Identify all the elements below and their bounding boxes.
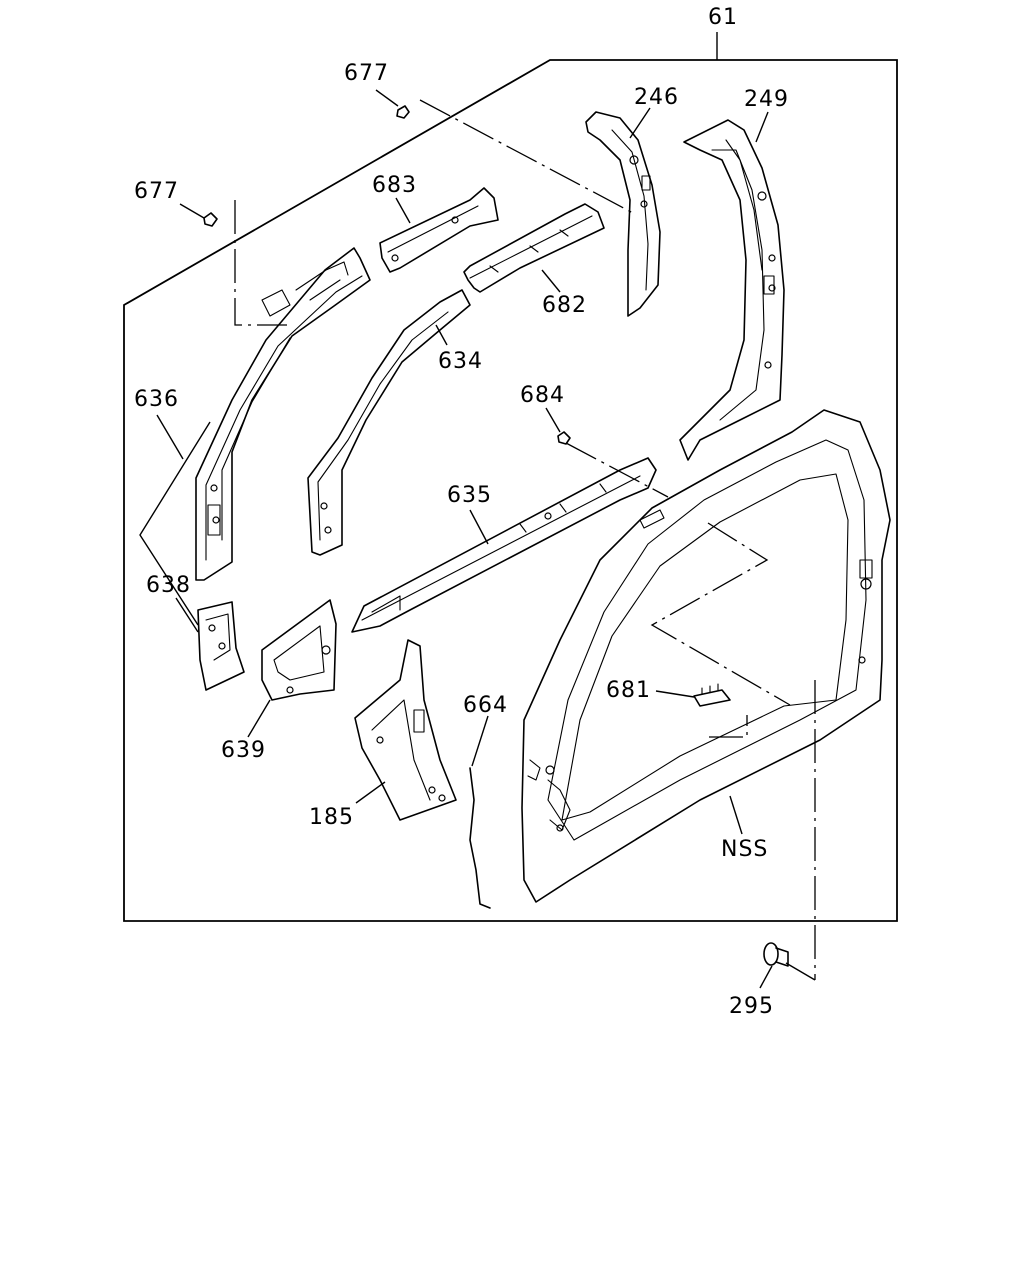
- callout-249: 249: [744, 87, 789, 112]
- callout-61: 61: [708, 5, 738, 30]
- part-639-frame-reinforcement: [247, 599, 337, 738]
- part-295-bolt: [759, 942, 789, 989]
- part-682-upper-rail: [463, 203, 605, 293]
- callout-664: 664: [463, 693, 508, 718]
- callout-634: 634: [438, 349, 483, 374]
- callout-677-upper: 677: [344, 61, 389, 86]
- part-249-center-pillar-outer: [679, 111, 785, 461]
- part-636-front-pillar-inner: [156, 247, 371, 581]
- callout-246: 246: [634, 85, 679, 110]
- group-bracket-636-638: [139, 421, 211, 626]
- part-677-nut-upper: [375, 89, 410, 119]
- callout-nss: NSS: [721, 837, 768, 862]
- part-634-pillar-reinforcement: [307, 289, 471, 556]
- part-664-strip: [469, 715, 491, 909]
- callout-639: 639: [221, 738, 266, 763]
- assembly-frame: [123, 32, 898, 922]
- part-638-bracket: [175, 597, 245, 691]
- part-677-nut-left: [179, 203, 218, 227]
- callout-684: 684: [520, 383, 565, 408]
- callout-677-left: 677: [134, 179, 179, 204]
- callout-185: 185: [309, 805, 354, 830]
- callout-682: 682: [542, 293, 587, 318]
- callout-295: 295: [729, 994, 774, 1019]
- part-185-hinge-pillar-lower: [354, 639, 457, 821]
- part-683-upper-rail-bracket: [379, 187, 499, 273]
- callout-labels: 61 677 677 683 246 249 682 634 636 684 6…: [134, 5, 789, 1019]
- reference-lines: [234, 99, 816, 981]
- callout-635: 635: [447, 483, 492, 508]
- part-nss-body-side-outer: [521, 409, 891, 903]
- part-246-center-pillar-inner: [585, 107, 661, 317]
- part-635-rocker-inner: [351, 457, 657, 633]
- part-681-clip: [655, 683, 731, 707]
- part-684-nut: [545, 407, 571, 445]
- callout-681: 681: [606, 678, 651, 703]
- callout-636: 636: [134, 387, 179, 412]
- callout-683: 683: [372, 173, 417, 198]
- callout-638: 638: [146, 573, 191, 598]
